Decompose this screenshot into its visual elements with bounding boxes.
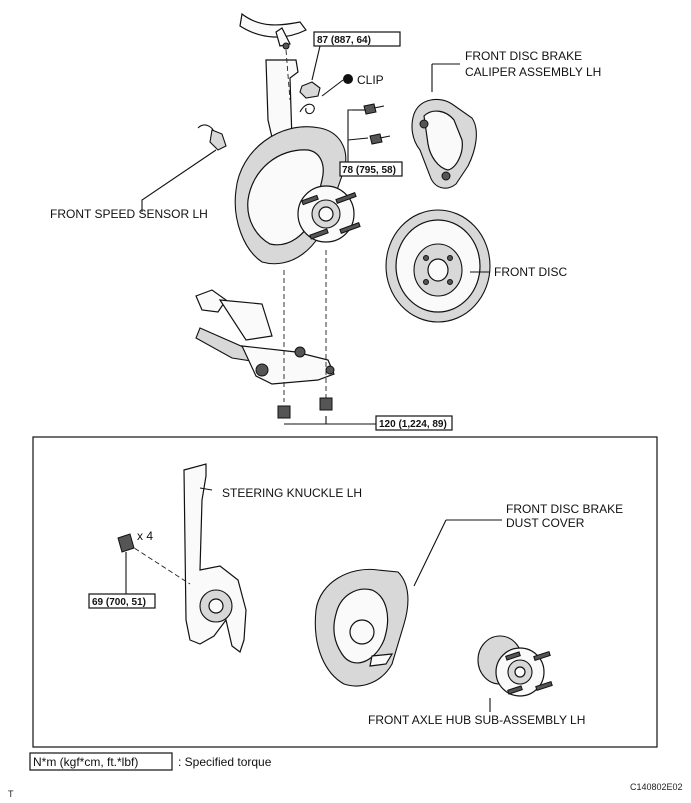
- figure-code: C140802E02: [630, 782, 683, 792]
- legend-unit: N*m (kgf*cm, ft.*lbf): [33, 755, 138, 769]
- caliper-label-line1: FRONT DISC BRAKE: [465, 49, 582, 63]
- legend-torque-box: [29, 752, 173, 771]
- bolt-qty-label: x 4: [137, 529, 153, 543]
- dust-cover-label-line1: FRONT DISC BRAKE: [506, 502, 623, 516]
- corner-mark: T: [8, 789, 14, 799]
- dust-cover-label-line2: DUST COVER: [506, 516, 585, 530]
- lower-bolts: [277, 397, 376, 425]
- torque-caliper-bolts: 78 (795, 58): [339, 109, 403, 177]
- brake-caliper: [411, 63, 477, 189]
- axle-hub: [477, 635, 553, 712]
- speed-sensor: [141, 124, 227, 212]
- torque-upper-arm: 87 (887, 64): [311, 31, 401, 81]
- torque-caliper-text: 78 (795, 58): [342, 165, 396, 176]
- speed-sensor-label: FRONT SPEED SENSOR LH: [50, 207, 208, 221]
- upper-arm: [239, 12, 307, 50]
- clip-label: CLIP: [357, 73, 384, 87]
- legend-description: : Specified torque: [178, 755, 272, 769]
- torque-lower-text: 120 (1,224, 89): [379, 419, 447, 430]
- clip-bullet: [343, 74, 353, 84]
- castle-nut: [299, 81, 321, 99]
- torque-dust-text: 69 (700, 51): [92, 597, 146, 608]
- lower-arm: [195, 250, 335, 402]
- clip-pin: CLIP: [299, 73, 384, 115]
- caliper-bolts: [363, 103, 391, 145]
- dust-cover-bolt: [117, 533, 135, 594]
- steering-knuckle: [127, 463, 247, 653]
- dust-cover: [314, 519, 447, 687]
- front-disc: [385, 209, 491, 323]
- knuckle-assembly: [234, 126, 361, 265]
- axle-hub-label: FRONT AXLE HUB SUB-ASSEMBLY LH: [368, 713, 585, 727]
- caliper-label-line2: CALIPER ASSEMBLY LH: [465, 65, 601, 79]
- detail-frame: [32, 436, 658, 748]
- torque-upper-arm-text: 87 (887, 64): [317, 35, 371, 46]
- torque-lower-box: [375, 415, 453, 431]
- torque-dust-box: [88, 593, 156, 609]
- front-disc-label: FRONT DISC: [494, 265, 567, 279]
- steering-knuckle-label: STEERING KNUCKLE LH: [222, 486, 362, 500]
